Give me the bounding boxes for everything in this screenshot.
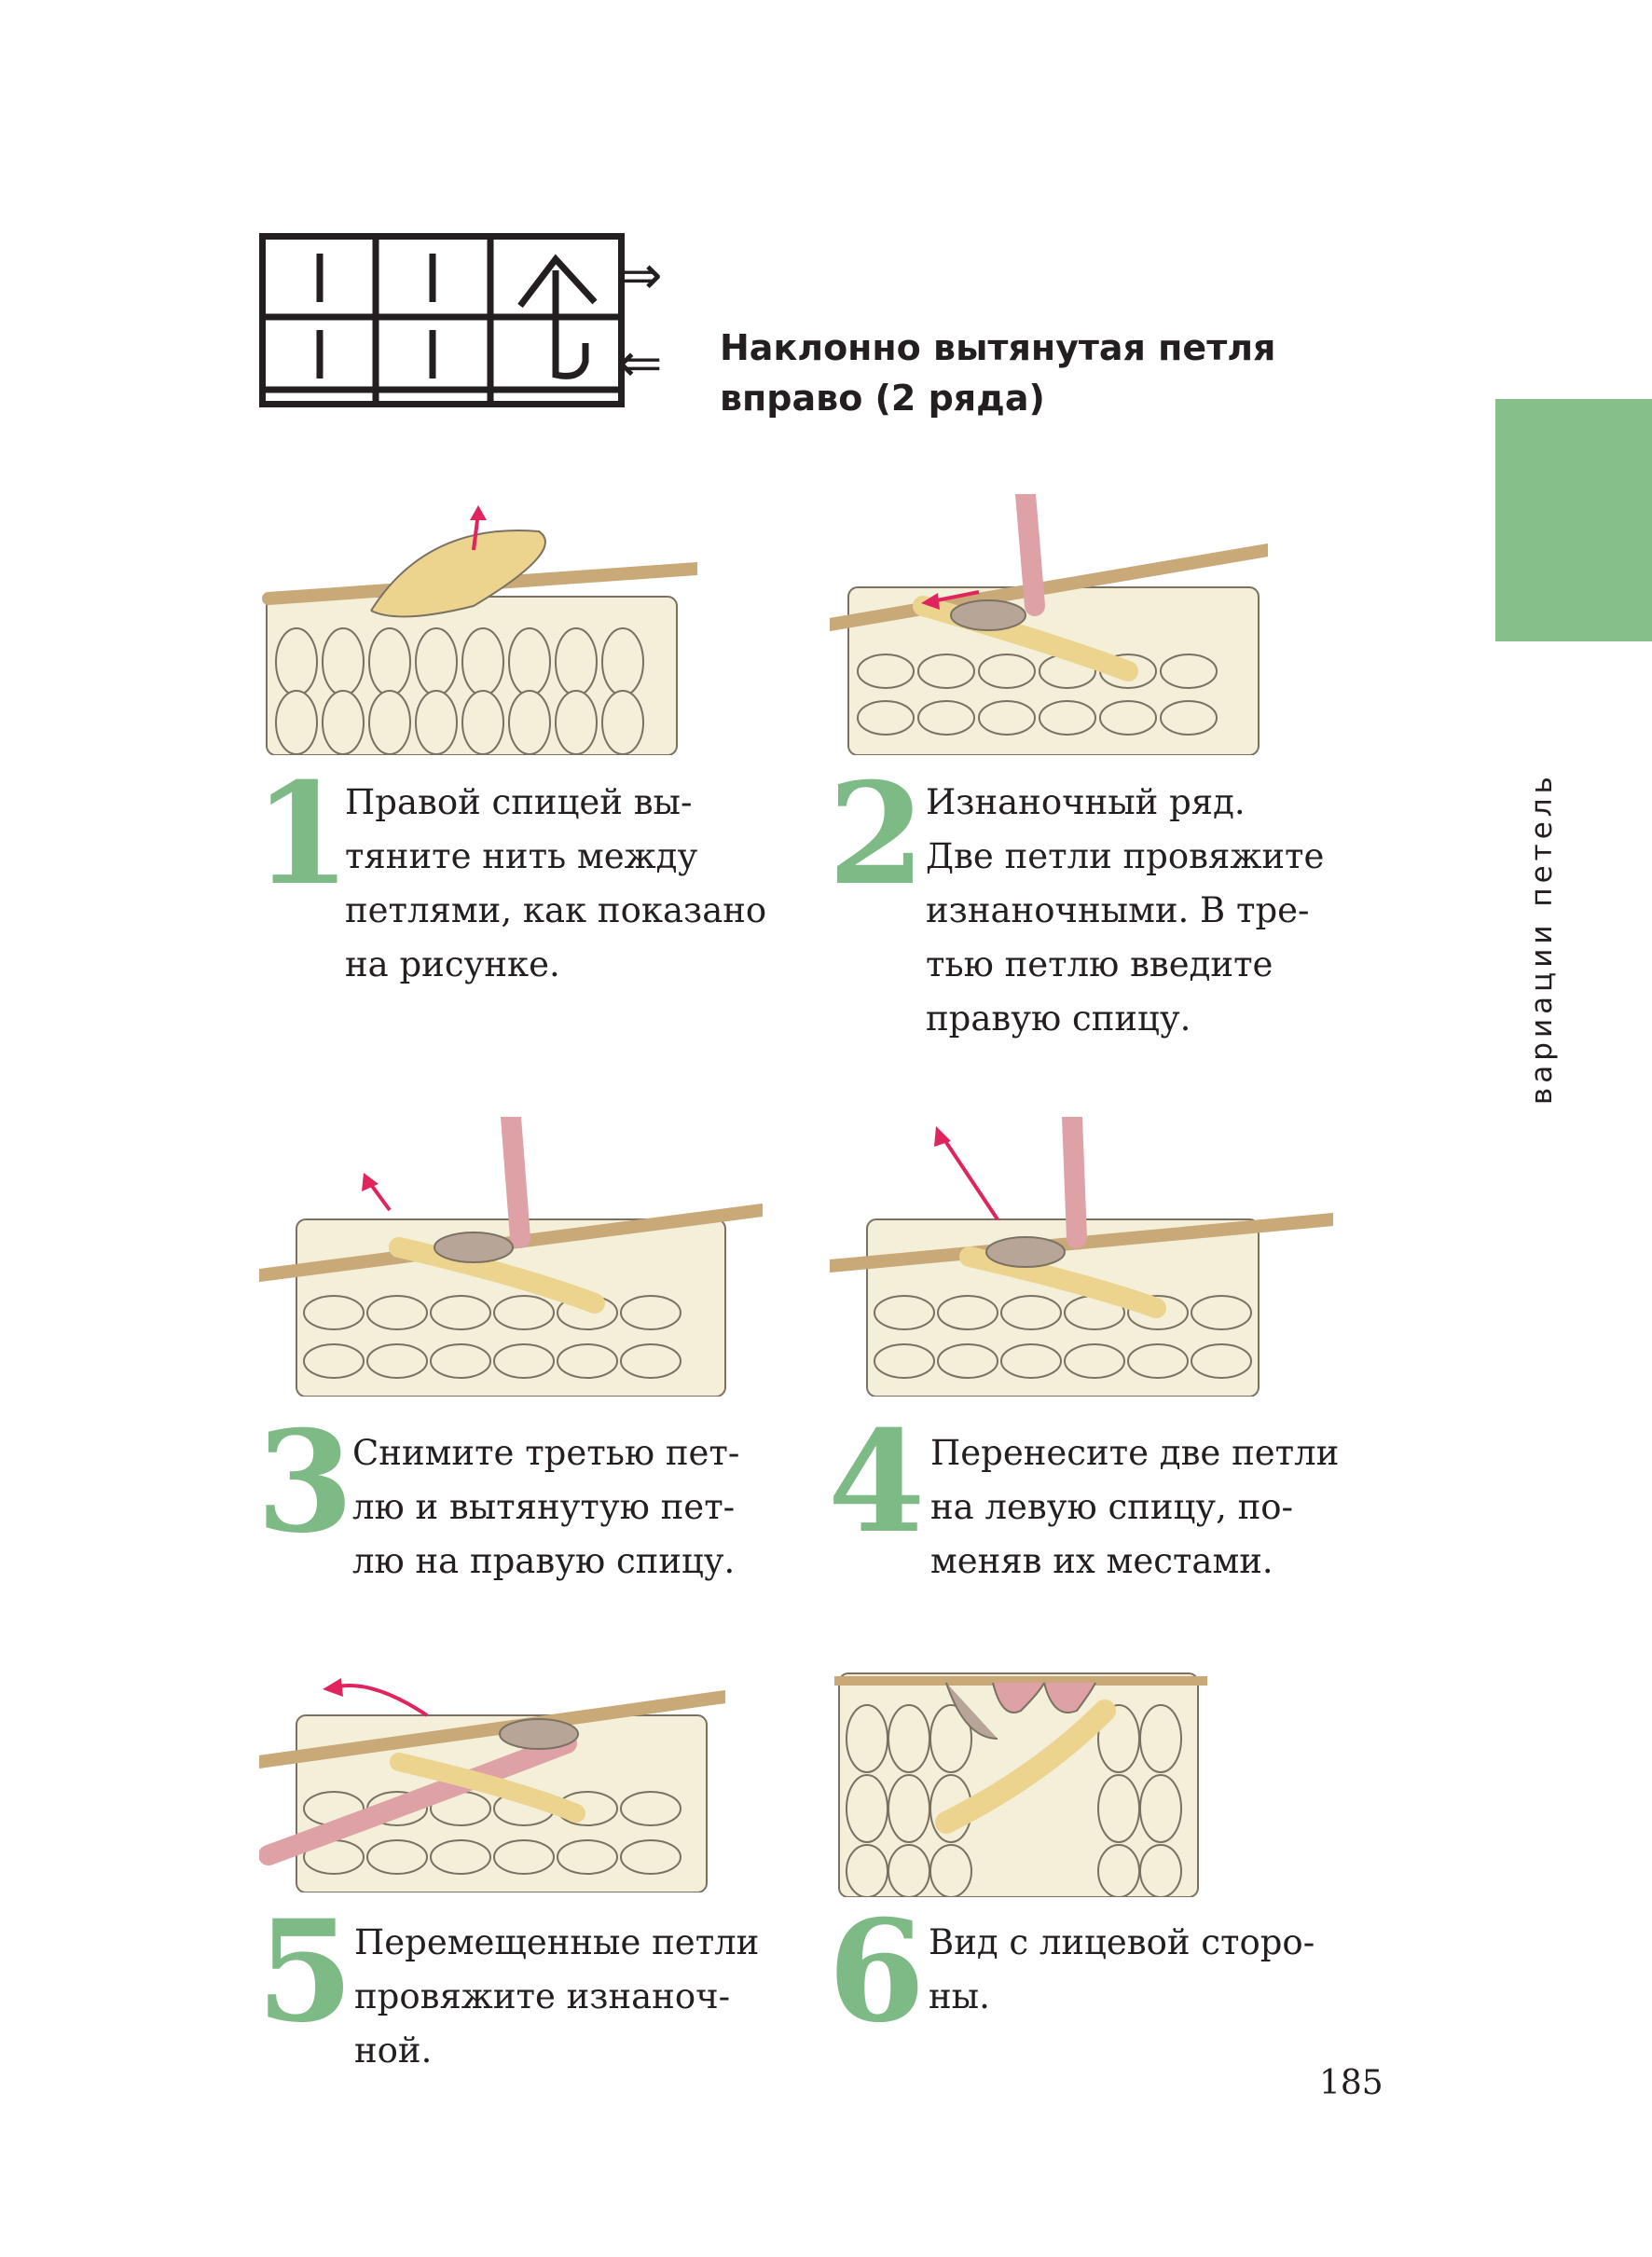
step-4-illustration: [830, 1117, 1333, 1397]
step-2-number: 2: [828, 752, 926, 916]
page-number: 185: [1319, 2064, 1384, 2102]
step-3-text: Снимите третью пет- лю и вытянутую пет- …: [352, 1433, 740, 1581]
stitch-chart: [259, 233, 625, 407]
step-6-illustration: [834, 1672, 1207, 1897]
step-6-number: 6: [828, 1890, 926, 2054]
chapter-label: вариации петель: [1525, 772, 1559, 1105]
step-5-number: 5: [256, 1890, 354, 2054]
step-5-illustration: [259, 1678, 725, 1892]
step-6-text: Вид с лицевой сторо- ны.: [929, 1922, 1315, 2016]
step-5-text: Перемещенные петли провяжите изнаноч- но…: [354, 1922, 760, 2071]
step-4-text: Перенесите две петли на левую спицу, по-…: [930, 1433, 1340, 1581]
direction-right-arrow: ⇒: [617, 243, 663, 307]
step-3-number: 3: [256, 1400, 354, 1564]
chapter-tab: [1495, 399, 1652, 641]
step-4-number: 4: [828, 1400, 926, 1564]
page-title: Наклонно вытянутая петля вправо (2 ряда): [720, 327, 1276, 419]
direction-left-arrow: ⇐: [617, 331, 663, 394]
step-3-illustration: [259, 1117, 763, 1397]
step-2-illustration: [830, 494, 1268, 755]
step-2-text: Изнаночный ряд. Две петли провяжите изна…: [926, 782, 1325, 1039]
step-1-text: Правой спицей вы- тяните нить между петл…: [345, 782, 767, 984]
chart-knit-symbols: [316, 254, 598, 379]
step-1-illustration: [262, 505, 697, 755]
step-1-number: 1: [254, 752, 351, 916]
